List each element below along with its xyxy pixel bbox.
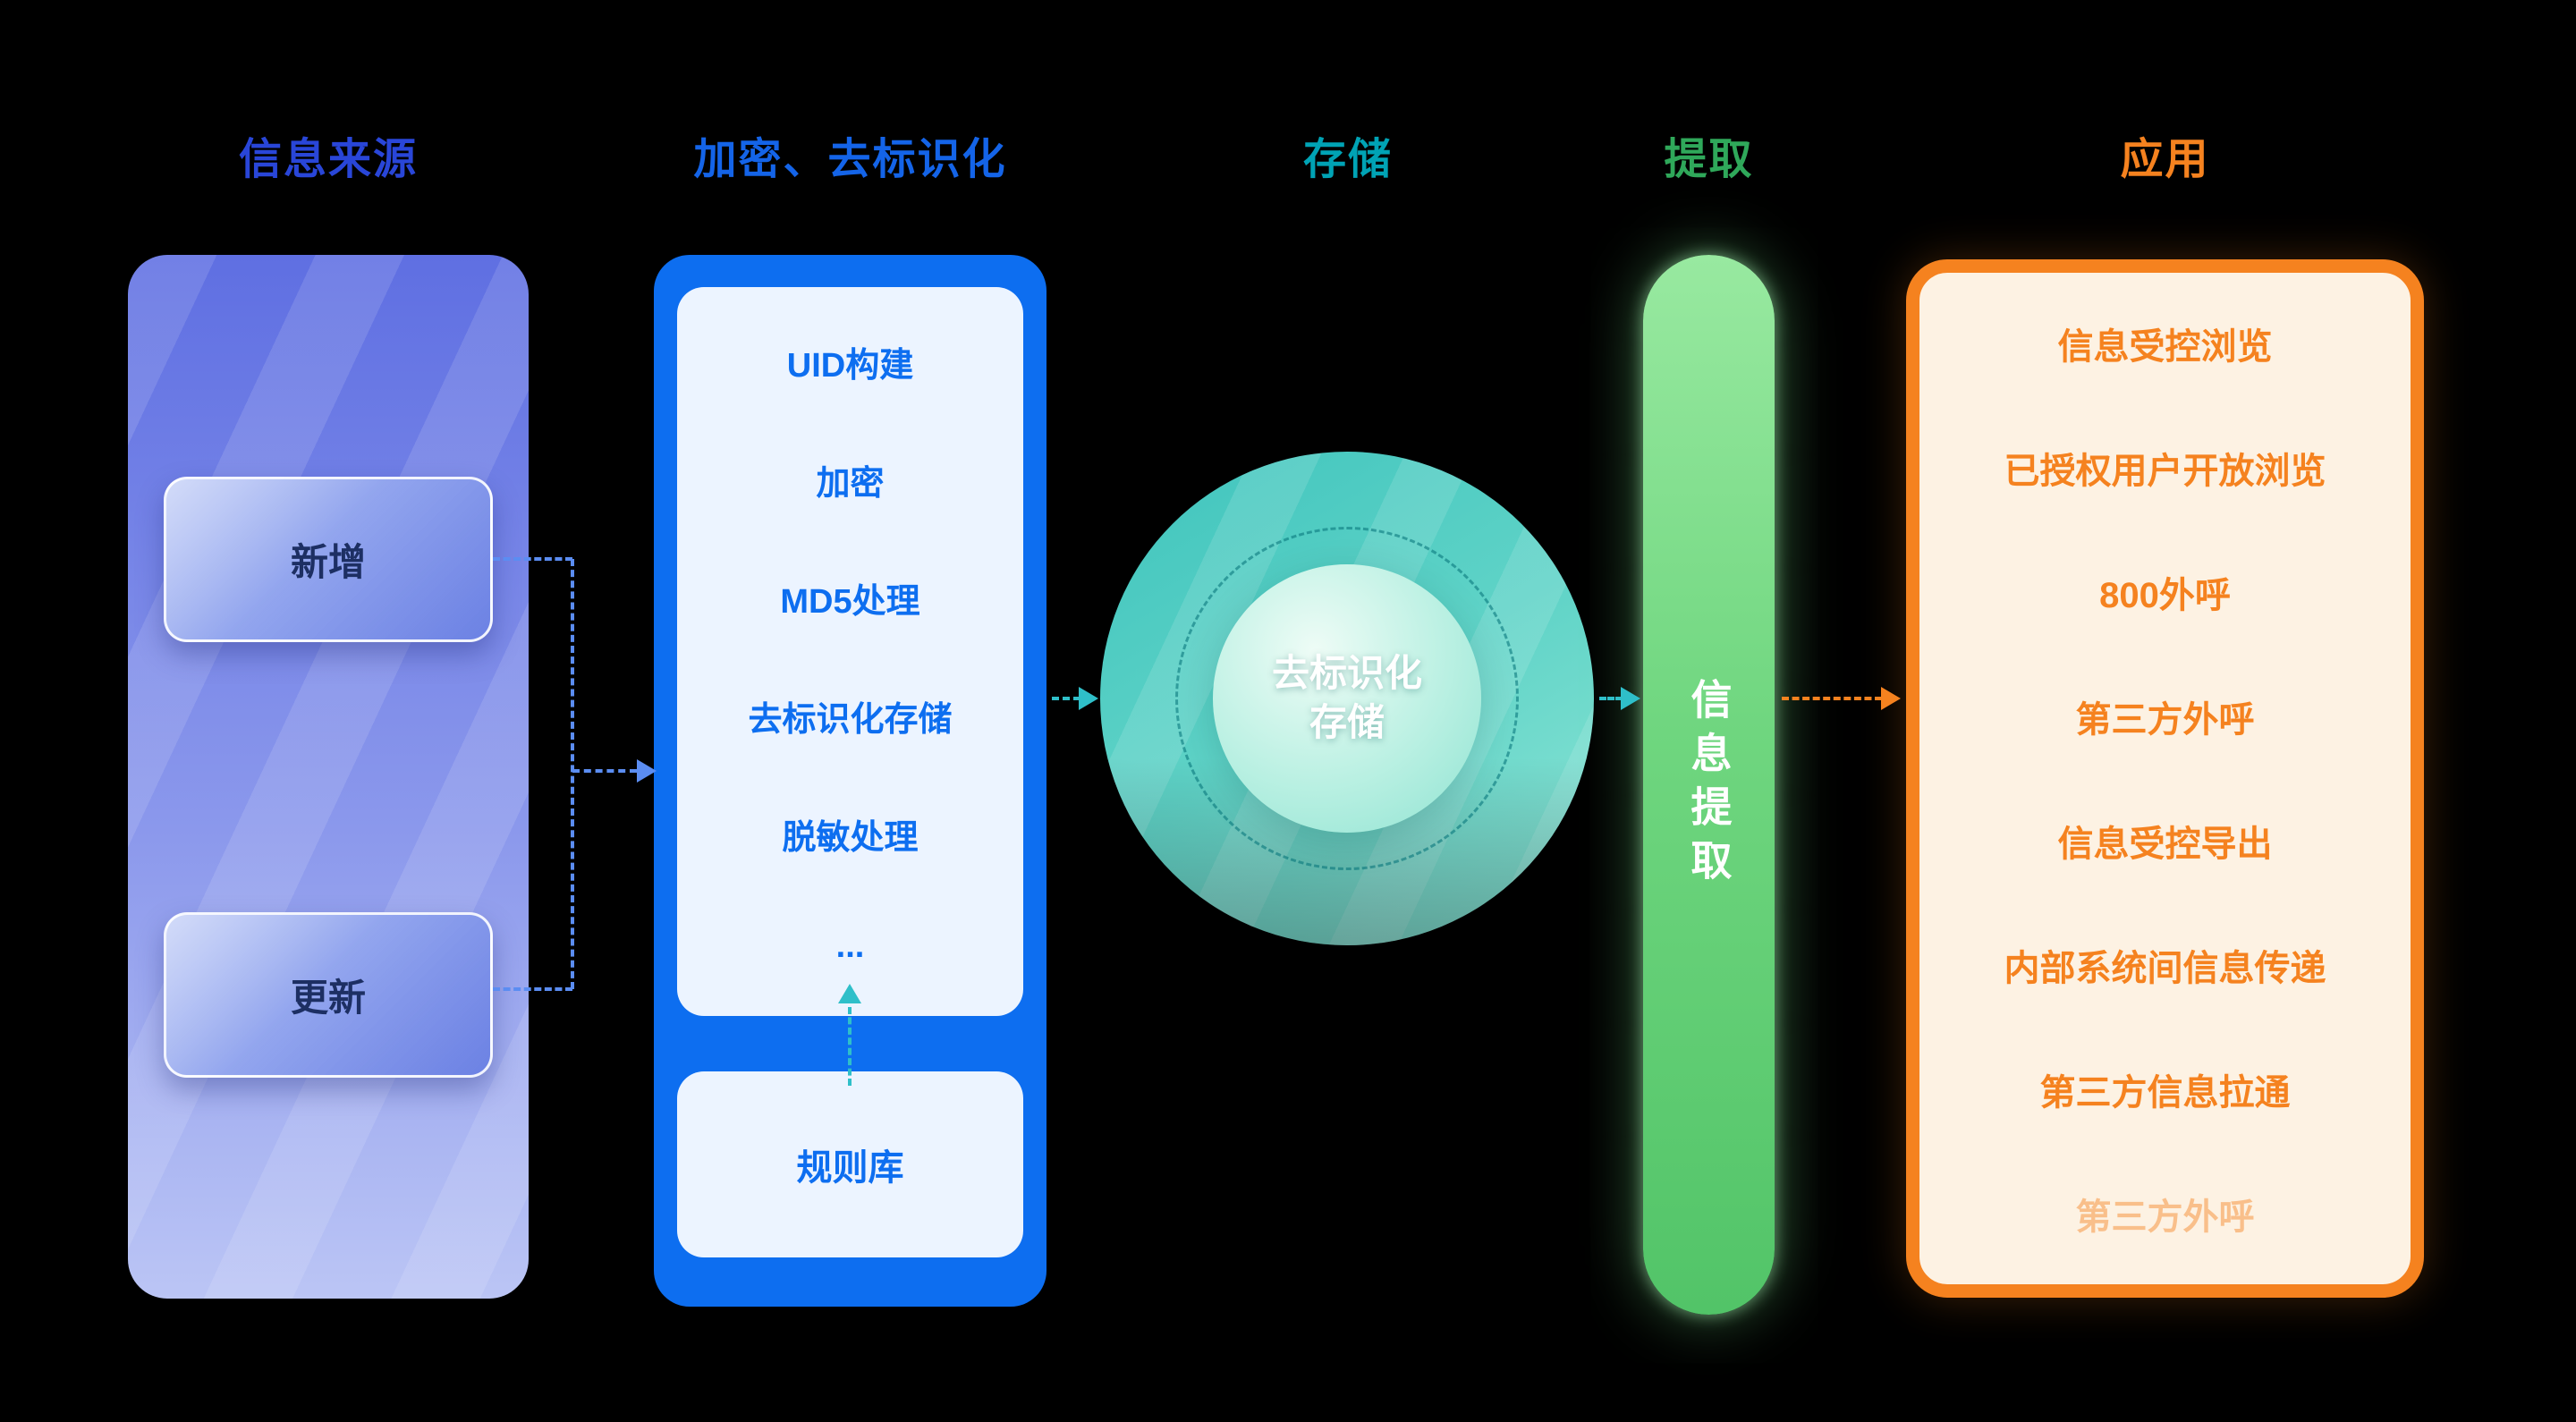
arrowhead-to-extraction bbox=[1621, 687, 1640, 710]
application-item-controlled-export: 信息受控导出 bbox=[2057, 824, 2273, 864]
encryption-panel: UID构建 加密 MD5处理 去标识化存储 脱敏处理 ... 规则库 bbox=[654, 255, 1046, 1307]
encryption-step-deid-storage: 去标识化存储 bbox=[748, 700, 953, 739]
encryption-step-uid-build: UID构建 bbox=[786, 347, 914, 385]
connector-encryption-to-storage bbox=[1052, 697, 1080, 700]
source-panel: 新增 更新 bbox=[128, 255, 529, 1299]
storage-inner-circle: 去标识化 存储 bbox=[1213, 564, 1481, 833]
connector-junction-vertical bbox=[571, 559, 574, 989]
arrowhead-rules-up bbox=[838, 984, 861, 1003]
connector-junction-to-encryption bbox=[572, 769, 637, 773]
connector-rules-to-steps bbox=[848, 1007, 852, 1086]
connector-storage-to-extraction bbox=[1599, 697, 1623, 700]
arrowhead-to-encryption bbox=[637, 759, 657, 783]
encryption-steps-panel: UID构建 加密 MD5处理 去标识化存储 脱敏处理 ... bbox=[677, 287, 1023, 1016]
connector-new-to-junction bbox=[493, 557, 572, 561]
application-panel: 信息受控浏览 已授权用户开放浏览 800外呼 第三方外呼 信息受控导出 内部系统… bbox=[1906, 259, 2424, 1298]
storage-label-line2: 存储 bbox=[1309, 701, 1385, 743]
arrowhead-to-storage bbox=[1079, 687, 1098, 710]
storage-dashed-ring bbox=[1175, 527, 1519, 870]
header-extraction: 提取 bbox=[1664, 136, 1754, 183]
encryption-step-md5: MD5处理 bbox=[780, 583, 920, 622]
connector-extraction-to-application bbox=[1782, 697, 1882, 700]
application-item-thirdparty-link: 第三方信息拉通 bbox=[2039, 1072, 2291, 1113]
header-encryption-deidentification: 加密、去标识化 bbox=[693, 136, 1007, 183]
encryption-step-encrypt: 加密 bbox=[816, 465, 885, 504]
header-information-source: 信息来源 bbox=[238, 136, 418, 183]
extraction-bar: 信息提取 bbox=[1643, 255, 1775, 1315]
encryption-step-ellipsis: ... bbox=[835, 927, 865, 965]
application-item-internal-transfer: 内部系统间信息传递 bbox=[2004, 948, 2326, 988]
header-storage: 存储 bbox=[1302, 136, 1393, 183]
storage-label-line1: 去标识化 bbox=[1271, 652, 1422, 695]
arrowhead-to-application bbox=[1881, 687, 1901, 710]
connector-update-to-junction bbox=[493, 987, 572, 991]
application-item-controlled-browse: 信息受控浏览 bbox=[2057, 327, 2273, 368]
header-application: 应用 bbox=[2120, 136, 2210, 183]
application-item-authorized-browse: 已授权用户开放浏览 bbox=[2004, 452, 2326, 492]
rule-library-panel: 规则库 bbox=[677, 1071, 1023, 1257]
application-item-thirdparty-outcall-faded: 第三方外呼 bbox=[2075, 1197, 2255, 1237]
application-item-800-outcall: 800外呼 bbox=[2099, 576, 2231, 616]
encryption-step-desensitize: 脱敏处理 bbox=[782, 818, 919, 857]
application-item-thirdparty-outcall: 第三方外呼 bbox=[2075, 700, 2255, 741]
extraction-label: 信息提取 bbox=[1685, 677, 1733, 893]
source-item-update: 更新 bbox=[164, 912, 493, 1078]
storage-circle: 去标识化 存储 bbox=[1100, 452, 1594, 945]
source-item-new: 新增 bbox=[164, 477, 493, 642]
